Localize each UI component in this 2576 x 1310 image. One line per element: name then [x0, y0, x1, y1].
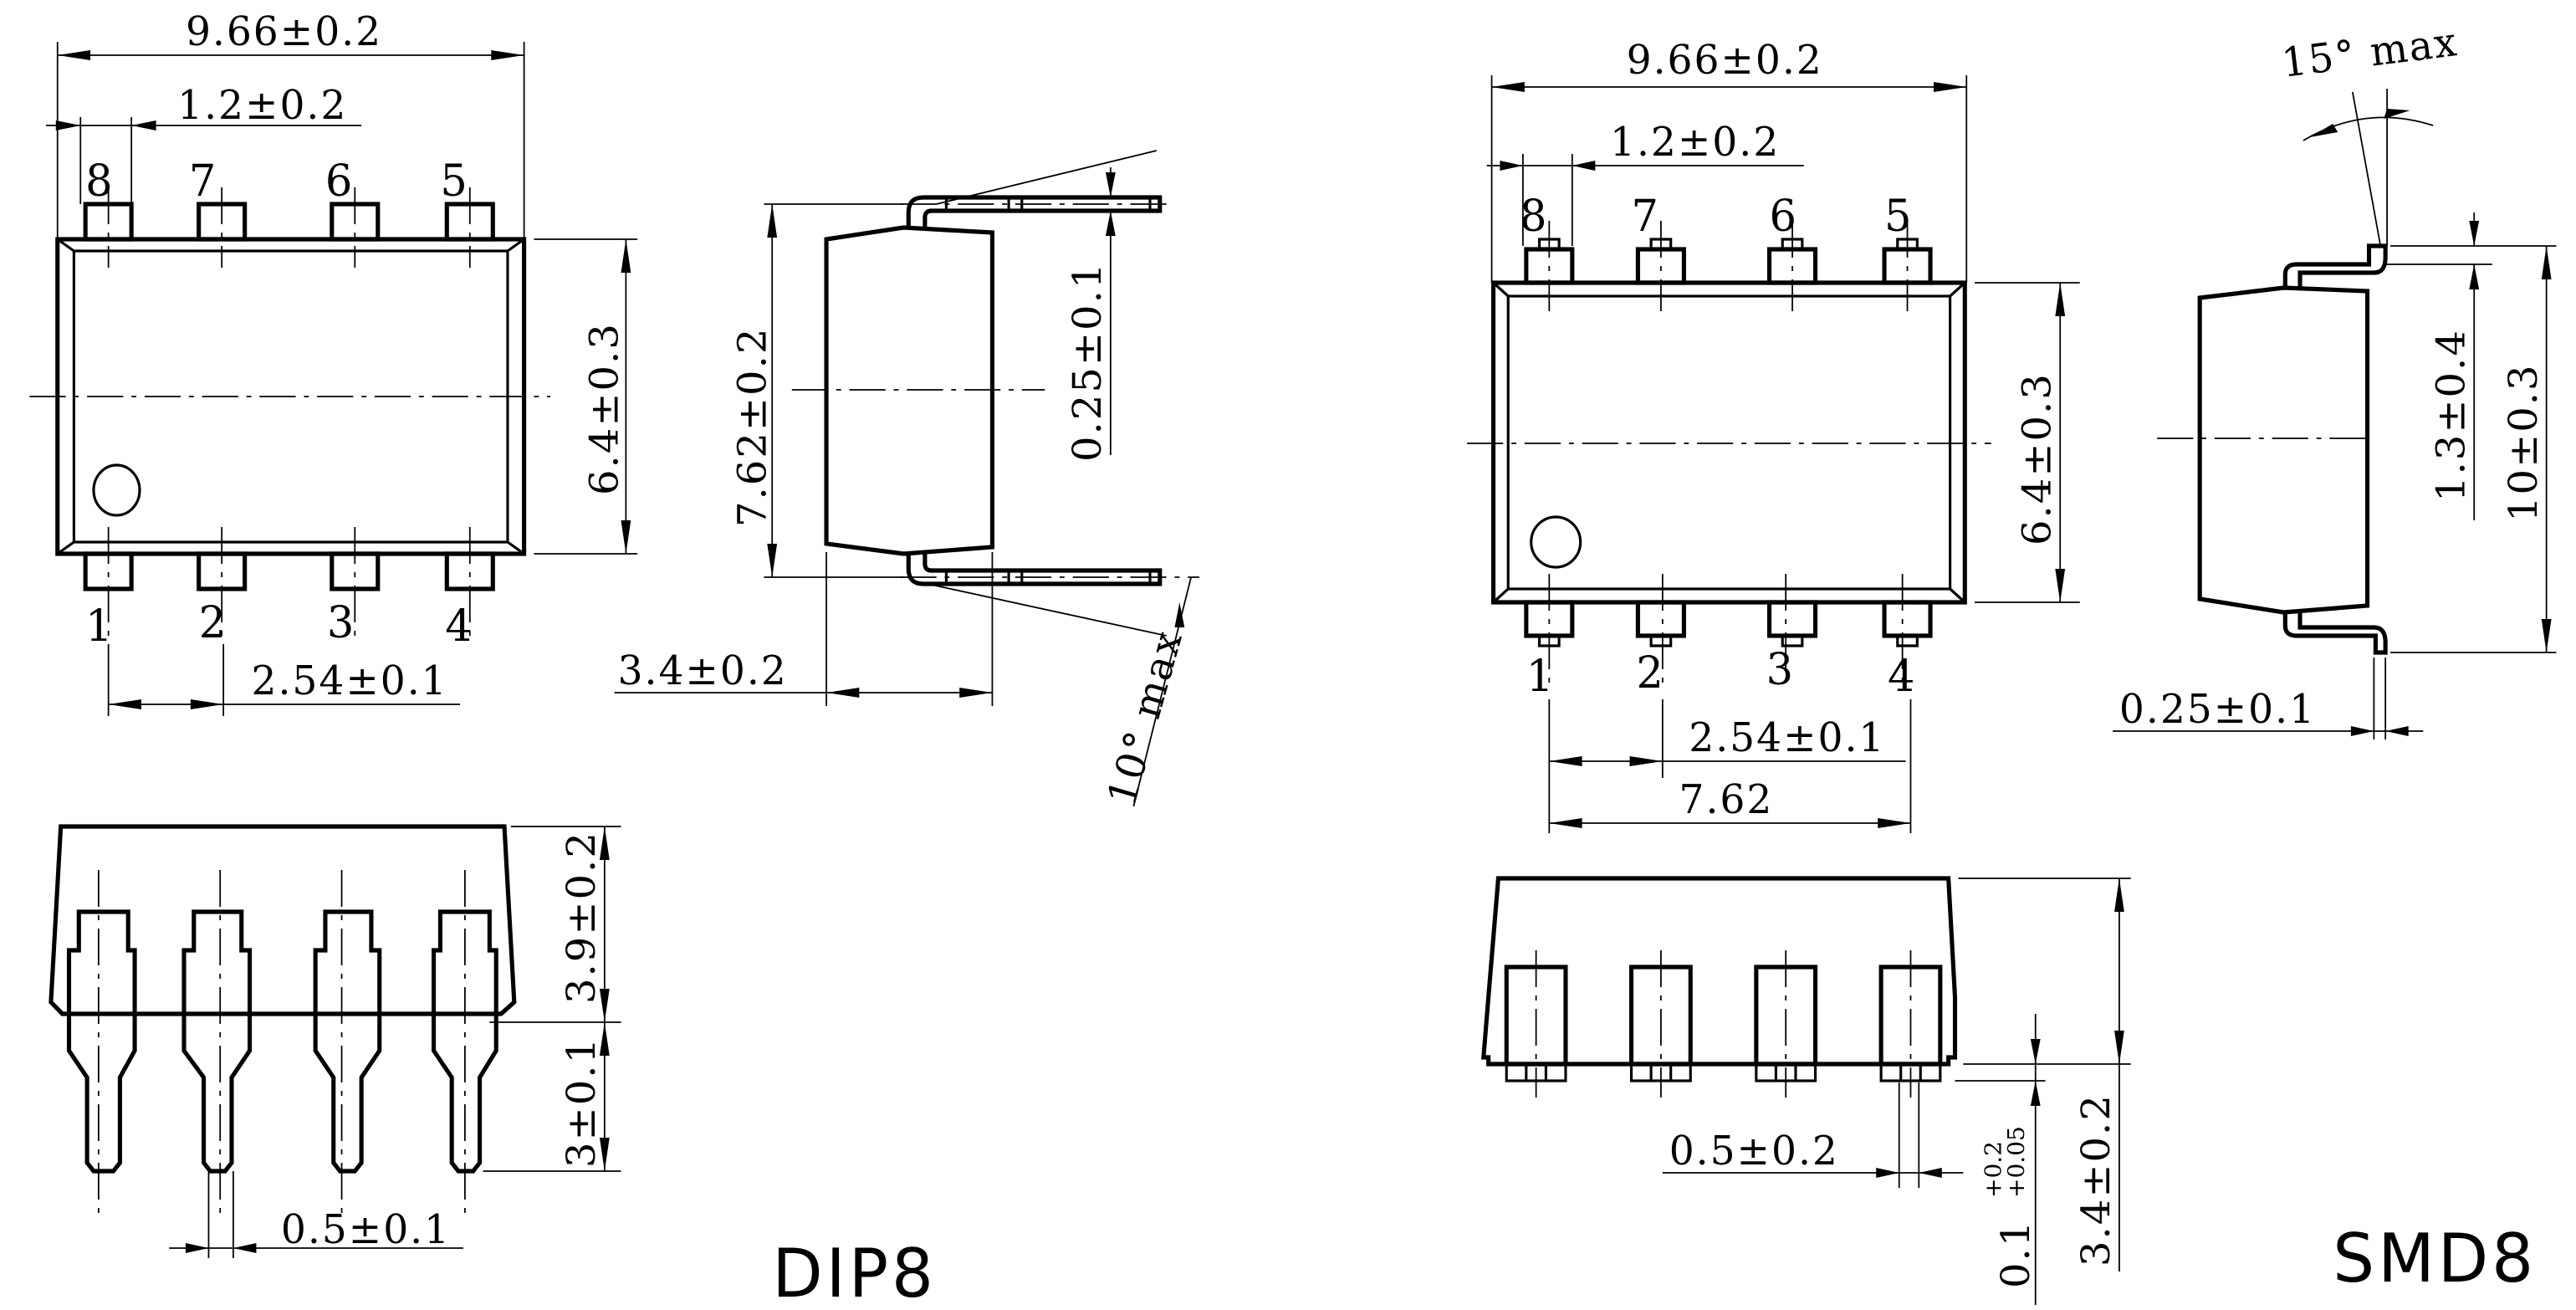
dim-lead-thickness: 0.25±0.1 [1065, 262, 1111, 462]
dim-pin-pitch: 2.54±0.1 [1689, 715, 1885, 761]
smd8-top-view: 8 7 6 5 1 2 3 4 9.66±0.2 1.2±0.2 6.4±0.3 [1467, 38, 2080, 833]
pin-label: 8 [85, 156, 112, 207]
pin-label: 2 [199, 598, 226, 649]
dim-lead-length: 3±0.1 [559, 1036, 605, 1168]
dim-lead-width: 0.5±0.1 [281, 1207, 451, 1253]
dim-overall-width: 10±0.3 [2501, 363, 2547, 522]
dim-body-length: 9.66±0.2 [186, 9, 382, 55]
dim-lead-thickness: 0.25±0.1 [2119, 687, 2316, 733]
dip8-top-view: 8 7 6 5 1 2 3 4 9.66±0.2 1.2±0.2 6.4±0.3 [29, 9, 638, 716]
dim-lead-angle: 15° max [2279, 19, 2461, 87]
pin-label: 4 [445, 601, 472, 652]
dim-seated-height: 3.9±0.2 [559, 831, 605, 1004]
dim-lead-angle: 10° max [1099, 625, 1192, 811]
dim-pin-pitch: 2.54±0.1 [252, 658, 448, 704]
smd8-front-view: 3.4±0.2 0.1 +0.2 +0.05 0.5±0.2 SMD8 [1480, 876, 2537, 1305]
pin-label: 4 [1888, 652, 1914, 703]
pin-label: 1 [85, 601, 112, 652]
dim-lead-width: 0.5±0.2 [1669, 1128, 1839, 1174]
dim-foot-length: 1.3±0.4 [2429, 329, 2475, 502]
dim-body-height: 3.4±0.2 [618, 648, 788, 694]
dim-standoff-tol-upper: +0.2 [1980, 1141, 2007, 1198]
dim-pin1-offset: 1.2±0.2 [177, 83, 347, 129]
dip8-lead [66, 909, 498, 1174]
dim-body-width: 6.4±0.3 [582, 322, 628, 495]
pin-label: 3 [327, 598, 354, 649]
dim-standoff-base: 0.1 [1993, 1220, 2039, 1288]
pin-label: 7 [1632, 192, 1659, 243]
dim-standoff-tol-lower: +0.05 [2002, 1126, 2030, 1198]
pin-label: 8 [1520, 192, 1546, 243]
pin-label: 5 [440, 156, 467, 207]
dim-body-length: 9.66±0.2 [1627, 38, 1823, 84]
pin-label: 6 [1770, 192, 1797, 243]
package-title-dip8: DIP8 [772, 1234, 937, 1310]
pin-label: 2 [1636, 648, 1663, 699]
dip8-side-view: 7.62±0.2 0.25±0.1 3.4±0.2 10° max [614, 150, 1199, 811]
package-title-smd8: SMD8 [2333, 1219, 2537, 1297]
pin-label: 5 [1884, 192, 1911, 243]
pin-label: 1 [1526, 652, 1553, 703]
pin-label: 3 [1766, 645, 1793, 696]
pin-label: 7 [189, 156, 216, 207]
dim-row-spacing: 7.62±0.2 [730, 327, 776, 527]
pin1-dot-icon [92, 463, 141, 517]
smd8-side-view: 15° max 1.3±0.4 10±0.3 0.25±0.1 [2113, 19, 2557, 739]
pin-label: 6 [325, 156, 352, 207]
dim-body-width: 6.4±0.3 [2015, 372, 2061, 545]
dim-pin1-offset: 1.2±0.2 [1610, 120, 1780, 166]
dip8-front-view: 3.9±0.2 3±0.1 0.5±0.1 DIP8 [49, 824, 937, 1310]
dim-row-span: 7.62 [1679, 777, 1774, 823]
dim-body-height: 3.4±0.2 [2074, 1093, 2120, 1267]
pin1-dot-icon [1530, 515, 1582, 569]
